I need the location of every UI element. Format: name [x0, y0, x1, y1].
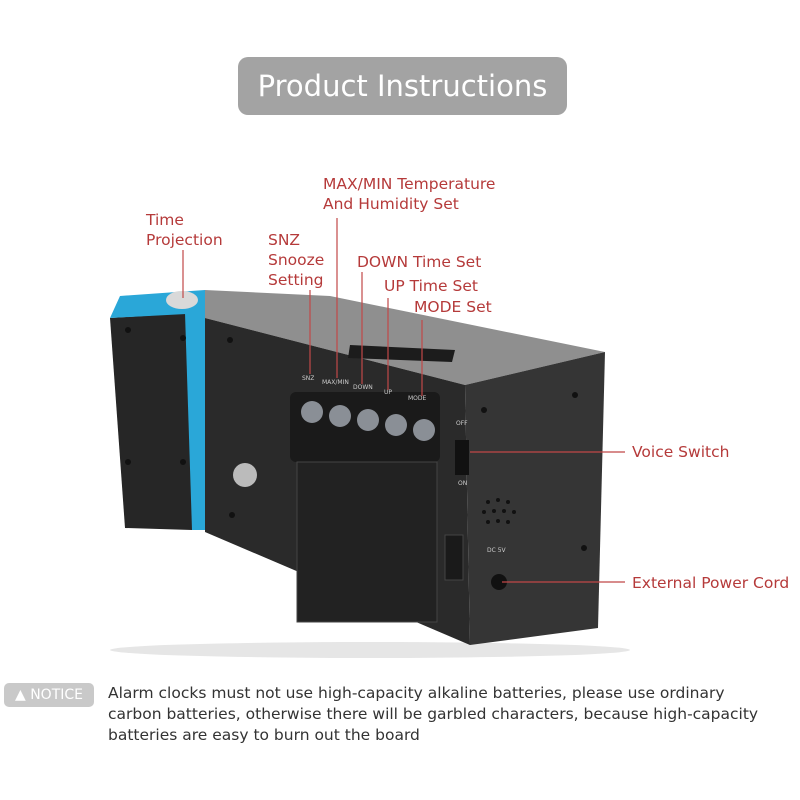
device-label-down: DOWN	[353, 384, 373, 391]
mode-button[interactable]	[413, 419, 435, 441]
device-label-maxmin: MAX/MIN	[322, 379, 349, 386]
device-label-snz: SNZ	[302, 375, 314, 382]
device-label-mode: MODE	[408, 395, 427, 402]
callout-up: UP Time Set	[384, 277, 478, 295]
device-label-dc: DC 5V	[487, 547, 507, 554]
callout-line: And Humidity Set	[323, 195, 459, 213]
top-slot	[348, 345, 455, 362]
callout-line: SNZ	[268, 231, 301, 249]
battery-compartment	[296, 461, 438, 623]
device-label-on: ON	[458, 480, 467, 487]
cap-edge	[185, 313, 205, 530]
callout-line: Projection	[146, 231, 223, 249]
callout-time-projection: Time Projection	[146, 210, 223, 250]
speaker-grille-icon	[482, 498, 516, 524]
callout-voice-switch: Voice Switch	[632, 443, 730, 461]
callout-line: Snooze	[268, 251, 325, 269]
notice-text: Alarm clocks must not use high-capacity …	[108, 684, 759, 744]
shadow	[110, 642, 630, 658]
callout-line: Time	[146, 211, 184, 229]
notice-badge: ▲ NOTICE	[4, 683, 94, 707]
sensor-grille-icon	[233, 463, 257, 487]
callout-power-cord: External Power Cord	[632, 574, 790, 592]
snz-button[interactable]	[301, 401, 323, 423]
callout-line: MAX/MIN Temperature	[323, 175, 496, 193]
maxmin-button[interactable]	[329, 405, 351, 427]
callout-lines	[182, 218, 625, 583]
battery-latch	[444, 534, 464, 581]
device-label-up: UP	[384, 389, 392, 396]
projector-block	[110, 313, 192, 530]
voice-switch[interactable]	[455, 440, 469, 475]
projection-lens-icon	[166, 291, 198, 309]
page-title: Product Instructions	[238, 57, 567, 115]
callout-down: DOWN Time Set	[357, 253, 482, 271]
up-button[interactable]	[385, 414, 407, 436]
top-face	[205, 290, 605, 385]
device-label-off: OFF	[456, 420, 468, 427]
callout-maxmin: MAX/MIN Temperature And Humidity Set	[323, 174, 495, 214]
down-button[interactable]	[357, 409, 379, 431]
side-face	[465, 352, 605, 645]
callout-snooze: SNZ Snooze Setting	[268, 230, 324, 290]
callout-line: Setting	[268, 271, 324, 289]
dc-power-jack[interactable]	[491, 574, 507, 590]
callout-mode: MODE Set	[414, 298, 492, 316]
